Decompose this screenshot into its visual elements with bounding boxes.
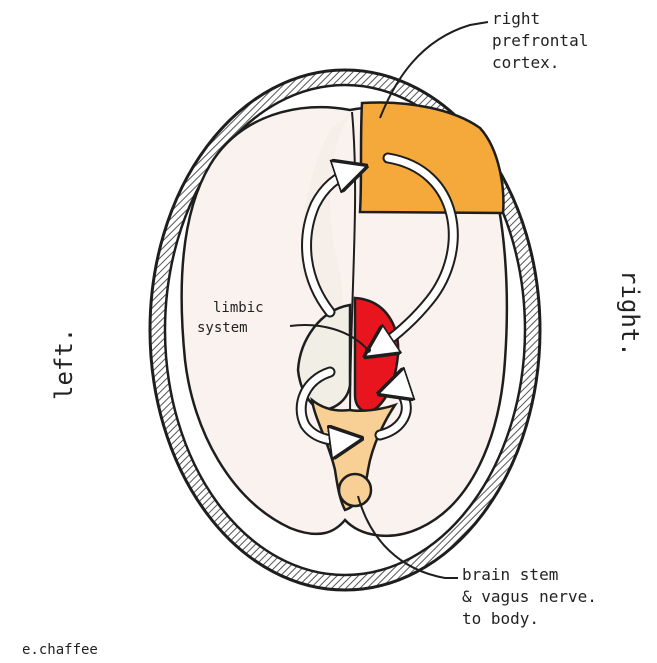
label-stem-3: to body. <box>462 609 539 628</box>
label-limbic-2: system <box>197 320 248 336</box>
label-prefrontal-1: right <box>492 9 540 28</box>
label-left: left. <box>50 328 78 400</box>
prefrontal-cortex <box>360 102 503 213</box>
label-right: right. <box>616 270 644 357</box>
label-prefrontal-3: cortex. <box>492 53 559 72</box>
leader-limbic-dot <box>365 347 371 353</box>
label-stem-1: brain stem <box>462 565 558 584</box>
signature: e.chaffee <box>22 642 98 658</box>
label-stem-2: & vagus nerve. <box>462 587 597 606</box>
label-limbic-1: limbic <box>213 300 264 316</box>
label-prefrontal-2: prefrontal <box>492 31 588 50</box>
vagus-nerve-node <box>339 474 371 506</box>
